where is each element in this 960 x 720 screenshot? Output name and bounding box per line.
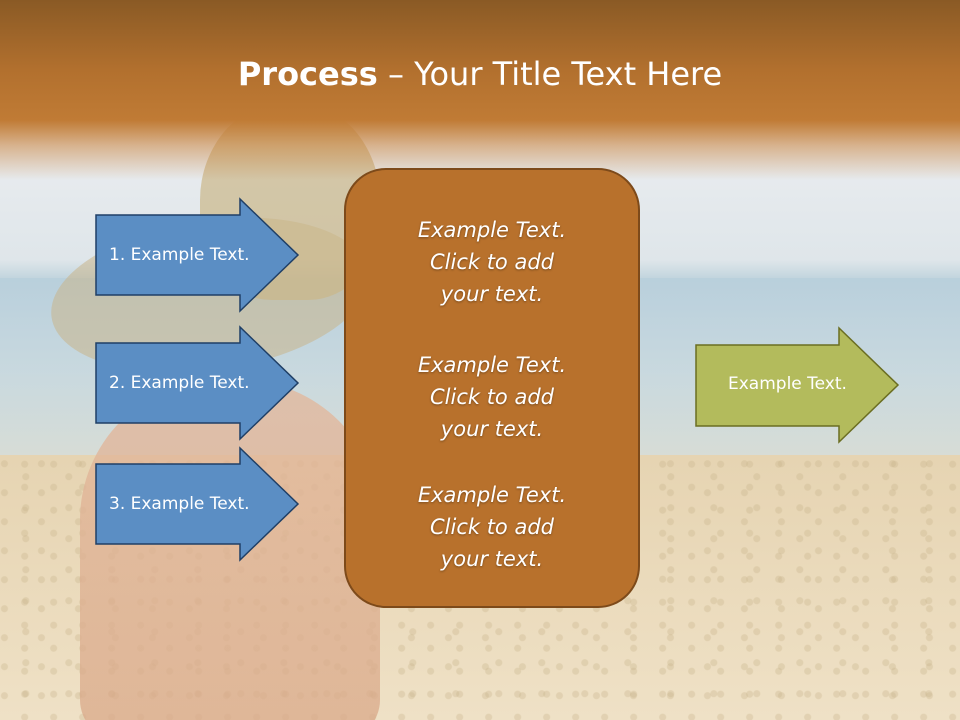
process-arrow-1[interactable]: 1. Example Text. bbox=[95, 197, 300, 313]
arrow-shape bbox=[95, 446, 300, 562]
center-text-line: your text. bbox=[440, 282, 544, 306]
center-text-line: your text. bbox=[440, 547, 544, 571]
center-text-block-2: Example Text. Click to add your text. bbox=[346, 349, 638, 445]
center-text-block-1: Example Text. Click to add your text. bbox=[346, 214, 638, 310]
process-arrow-label: 2. Example Text. bbox=[109, 373, 250, 393]
center-text-line: Example Text. bbox=[417, 353, 567, 377]
center-text-line: Example Text. bbox=[417, 483, 567, 507]
title-bold-part: Process bbox=[237, 55, 378, 93]
title-band bbox=[0, 0, 960, 180]
arrow-shape bbox=[95, 197, 300, 313]
process-arrow-2[interactable]: 2. Example Text. bbox=[95, 325, 300, 441]
person-back-image bbox=[80, 380, 380, 720]
process-arrow-label: 3. Example Text. bbox=[109, 494, 250, 514]
arrow-shape bbox=[695, 326, 900, 444]
process-arrow-3[interactable]: 3. Example Text. bbox=[95, 446, 300, 562]
center-text-line: Click to add bbox=[429, 515, 554, 539]
center-text-line: Click to add bbox=[429, 250, 554, 274]
process-arrow-label: 1. Example Text. bbox=[109, 245, 250, 265]
center-text-box[interactable]: Example Text. Click to add your text. Ex… bbox=[344, 168, 640, 608]
slide-title[interactable]: Process – Your Title Text Here bbox=[0, 52, 960, 96]
center-text-block-3: Example Text. Click to add your text. bbox=[346, 479, 638, 575]
center-text-line: Click to add bbox=[429, 385, 554, 409]
title-rest-part: – Your Title Text Here bbox=[377, 55, 723, 93]
arrow-shape bbox=[95, 325, 300, 441]
result-arrow-label: Example Text. bbox=[728, 374, 847, 394]
center-text-line: Example Text. bbox=[417, 218, 567, 242]
result-arrow[interactable]: Example Text. bbox=[695, 326, 900, 444]
center-text-line: your text. bbox=[440, 417, 544, 441]
